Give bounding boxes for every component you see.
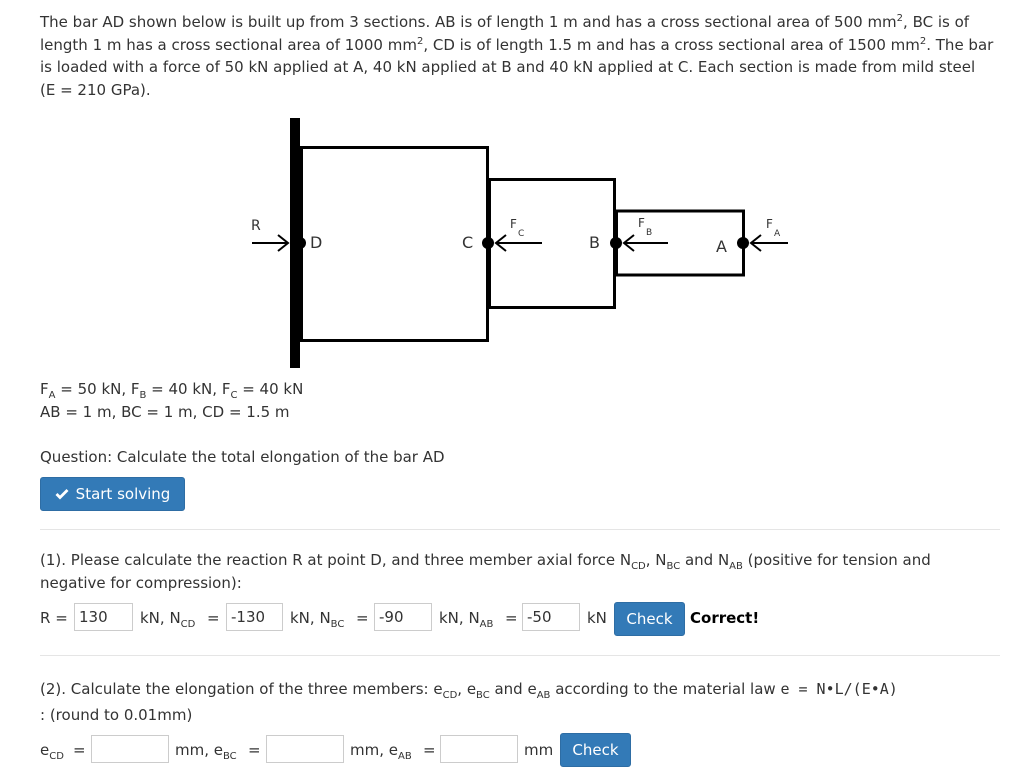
- part2-text: : (round to 0.01mm): [40, 706, 193, 724]
- start-solving-label: Start solving: [75, 485, 171, 503]
- intro-sup: 2: [416, 35, 424, 47]
- given-text: F: [221, 380, 231, 398]
- eab-equals: =: [423, 741, 436, 759]
- part1-prompt: (1). Please calculate the reaction R at …: [40, 549, 1000, 594]
- part2-sub: CD: [442, 690, 458, 701]
- nab-input[interactable]: [522, 603, 580, 631]
- nbc-equals: =: [356, 609, 369, 627]
- label-b: B: [589, 233, 600, 252]
- given-text: = 40 kN,: [146, 380, 222, 398]
- label-a: A: [716, 237, 727, 256]
- given-text: F: [40, 380, 49, 398]
- r-label: R =: [40, 609, 68, 627]
- label-fa-sub: A: [774, 229, 781, 239]
- ebc-input[interactable]: [266, 735, 344, 763]
- arrow-r: [252, 234, 290, 252]
- ecd-equals: =: [73, 741, 86, 759]
- eab-input[interactable]: [440, 735, 518, 763]
- part2-text: according to the material law: [550, 680, 781, 698]
- intro-text: . The bar is loaded with a force of 50 k…: [40, 35, 994, 99]
- label-fc-sub: C: [518, 229, 524, 239]
- label-fa: F: [766, 217, 773, 231]
- ebc-label: mm, eBC: [175, 741, 237, 762]
- arrow-fc: [494, 234, 542, 252]
- label-fb-sub: B: [646, 228, 652, 238]
- part2-prompt: (2). Calculate the elongation of the thr…: [40, 676, 1000, 728]
- intro-text: , BC is of length 1 m has a cross sectio…: [40, 13, 970, 54]
- node-b: [610, 237, 622, 249]
- arrow-fa: [749, 234, 788, 252]
- label-r: R: [251, 218, 261, 234]
- result-text: Correct!: [690, 609, 760, 627]
- intro-text: The bar AD shown below is built up from …: [40, 13, 897, 31]
- intro-text: , CD is of length 1.5 m and has a cross …: [423, 35, 920, 54]
- divider: [40, 529, 1000, 530]
- nbc-input[interactable]: [374, 603, 432, 631]
- node-d: [294, 237, 306, 249]
- given-sub: C: [230, 390, 238, 401]
- given-sub: B: [139, 390, 147, 401]
- label-fc: F: [510, 217, 517, 231]
- label-c: C: [462, 233, 473, 252]
- part2-text: (2). Calculate the elongation of the thr…: [40, 680, 443, 698]
- node-a: [737, 237, 749, 249]
- part2-text: and e: [489, 680, 537, 698]
- r-input[interactable]: [74, 603, 133, 631]
- section-cd: [300, 146, 489, 342]
- bar-diagram: R D C F C B F B A F A: [251, 118, 788, 368]
- part2-sub: BC: [476, 690, 490, 701]
- part2-sub: AB: [536, 690, 551, 701]
- part2-check-button[interactable]: Check: [560, 733, 631, 767]
- part1-text: , N: [645, 551, 667, 569]
- given-forces: FA = 50 kN, FB = 40 kN, FC = 40 kN: [40, 380, 304, 401]
- part1-sub: CD: [631, 561, 646, 572]
- question-text: Question: Calculate the total elongation…: [40, 448, 445, 466]
- divider: [40, 655, 1000, 656]
- ebc-equals: =: [248, 741, 261, 759]
- nab-equals: =: [505, 609, 518, 627]
- part1-sub: AB: [729, 561, 743, 572]
- eab-label: mm, eAB: [350, 741, 412, 762]
- problem-statement: The bar AD shown below is built up from …: [40, 11, 995, 101]
- part1-text: (positive for tension and negative for c…: [40, 551, 931, 592]
- part2-text: , e: [457, 680, 477, 698]
- part1-sub: BC: [666, 561, 681, 572]
- given-sub: A: [48, 390, 56, 401]
- part1-text: and N: [680, 551, 730, 569]
- given-lengths: AB = 1 m, BC = 1 m, CD = 1.5 m: [40, 403, 290, 421]
- material-law-formula: e = N•L/(E•A): [780, 680, 898, 698]
- given-text: = 50 kN,: [55, 380, 131, 398]
- part1-text: (1). Please calculate the reaction R at …: [40, 551, 632, 569]
- start-solving-button[interactable]: Start solving: [40, 477, 185, 511]
- part2-unit: mm: [524, 741, 554, 759]
- ecd-input[interactable]: [91, 735, 169, 763]
- label-fb: F: [638, 216, 645, 230]
- node-c: [482, 237, 494, 249]
- intro-sup: 2: [896, 13, 904, 24]
- intro-sup: 2: [919, 35, 927, 47]
- given-text: F: [130, 380, 140, 398]
- ecd-label: eCD: [40, 741, 64, 762]
- part1-check-button[interactable]: Check: [614, 602, 685, 636]
- ncd-equals: =: [207, 609, 220, 627]
- part1-unit: kN: [587, 609, 607, 627]
- nbc-label: kN, NBC: [290, 609, 345, 630]
- ncd-label: kN, NCD: [140, 609, 196, 630]
- label-d: D: [310, 233, 322, 252]
- check-icon: [55, 489, 69, 500]
- arrow-fb: [622, 234, 668, 252]
- nab-label: kN, NAB: [439, 609, 494, 630]
- ncd-input[interactable]: [226, 603, 283, 631]
- given-text: = 40 kN: [237, 380, 304, 398]
